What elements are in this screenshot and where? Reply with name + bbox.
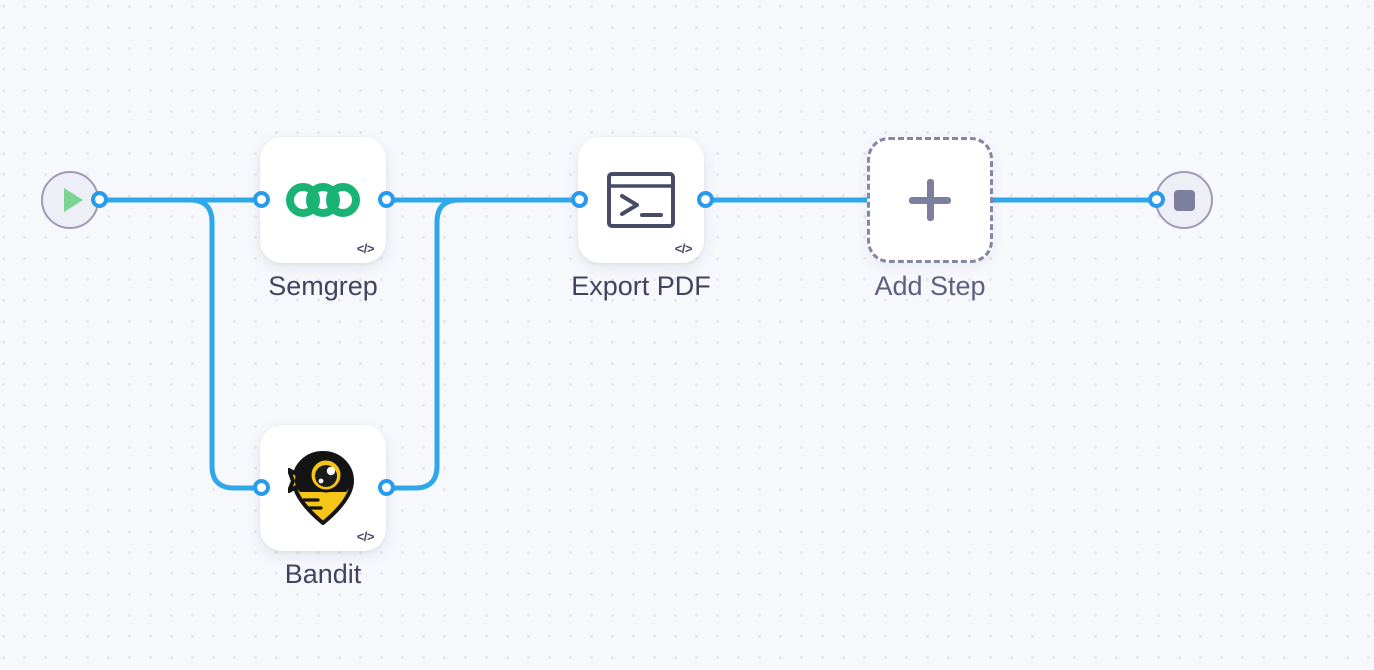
step-node-semgrep[interactable]: </> Semgrep [260, 137, 386, 301]
bandit-input-port[interactable] [253, 479, 270, 496]
start-node[interactable] [41, 171, 99, 229]
bandit-logo-icon [288, 451, 354, 525]
edge-start-to-bandit [97, 197, 265, 491]
bandit-output-port[interactable] [378, 479, 395, 496]
add-step-label: Add Step [874, 271, 986, 301]
export-pdf-input-port[interactable] [571, 191, 588, 208]
semgrep-input-port[interactable] [253, 191, 270, 208]
step-label-export-pdf: Export PDF [571, 271, 711, 301]
code-badge-icon: </> [356, 241, 375, 256]
semgrep-logo-icon [286, 183, 360, 217]
terminal-icon [607, 172, 675, 228]
play-icon [63, 188, 83, 212]
step-node-bandit[interactable]: </> Bandit [260, 425, 386, 589]
step-card[interactable]: </> [578, 137, 704, 263]
edge-bandit-to-exportpdf [383, 197, 583, 491]
start-node-output-port[interactable] [91, 191, 108, 208]
step-card[interactable]: </> [260, 425, 386, 551]
add-step-node[interactable]: Add Step [867, 137, 993, 301]
stop-icon [1173, 189, 1195, 211]
add-step-card[interactable] [867, 137, 993, 263]
step-card[interactable]: </> [260, 137, 386, 263]
end-node-input-port[interactable] [1148, 191, 1165, 208]
code-badge-icon: </> [674, 241, 693, 256]
semgrep-output-port[interactable] [378, 191, 395, 208]
step-label-bandit: Bandit [284, 559, 362, 589]
code-badge-icon: </> [356, 529, 375, 544]
export-pdf-output-port[interactable] [697, 191, 714, 208]
plus-icon [908, 178, 952, 222]
step-label-semgrep: Semgrep [268, 271, 378, 301]
step-node-export-pdf[interactable]: </> Export PDF [571, 137, 711, 301]
